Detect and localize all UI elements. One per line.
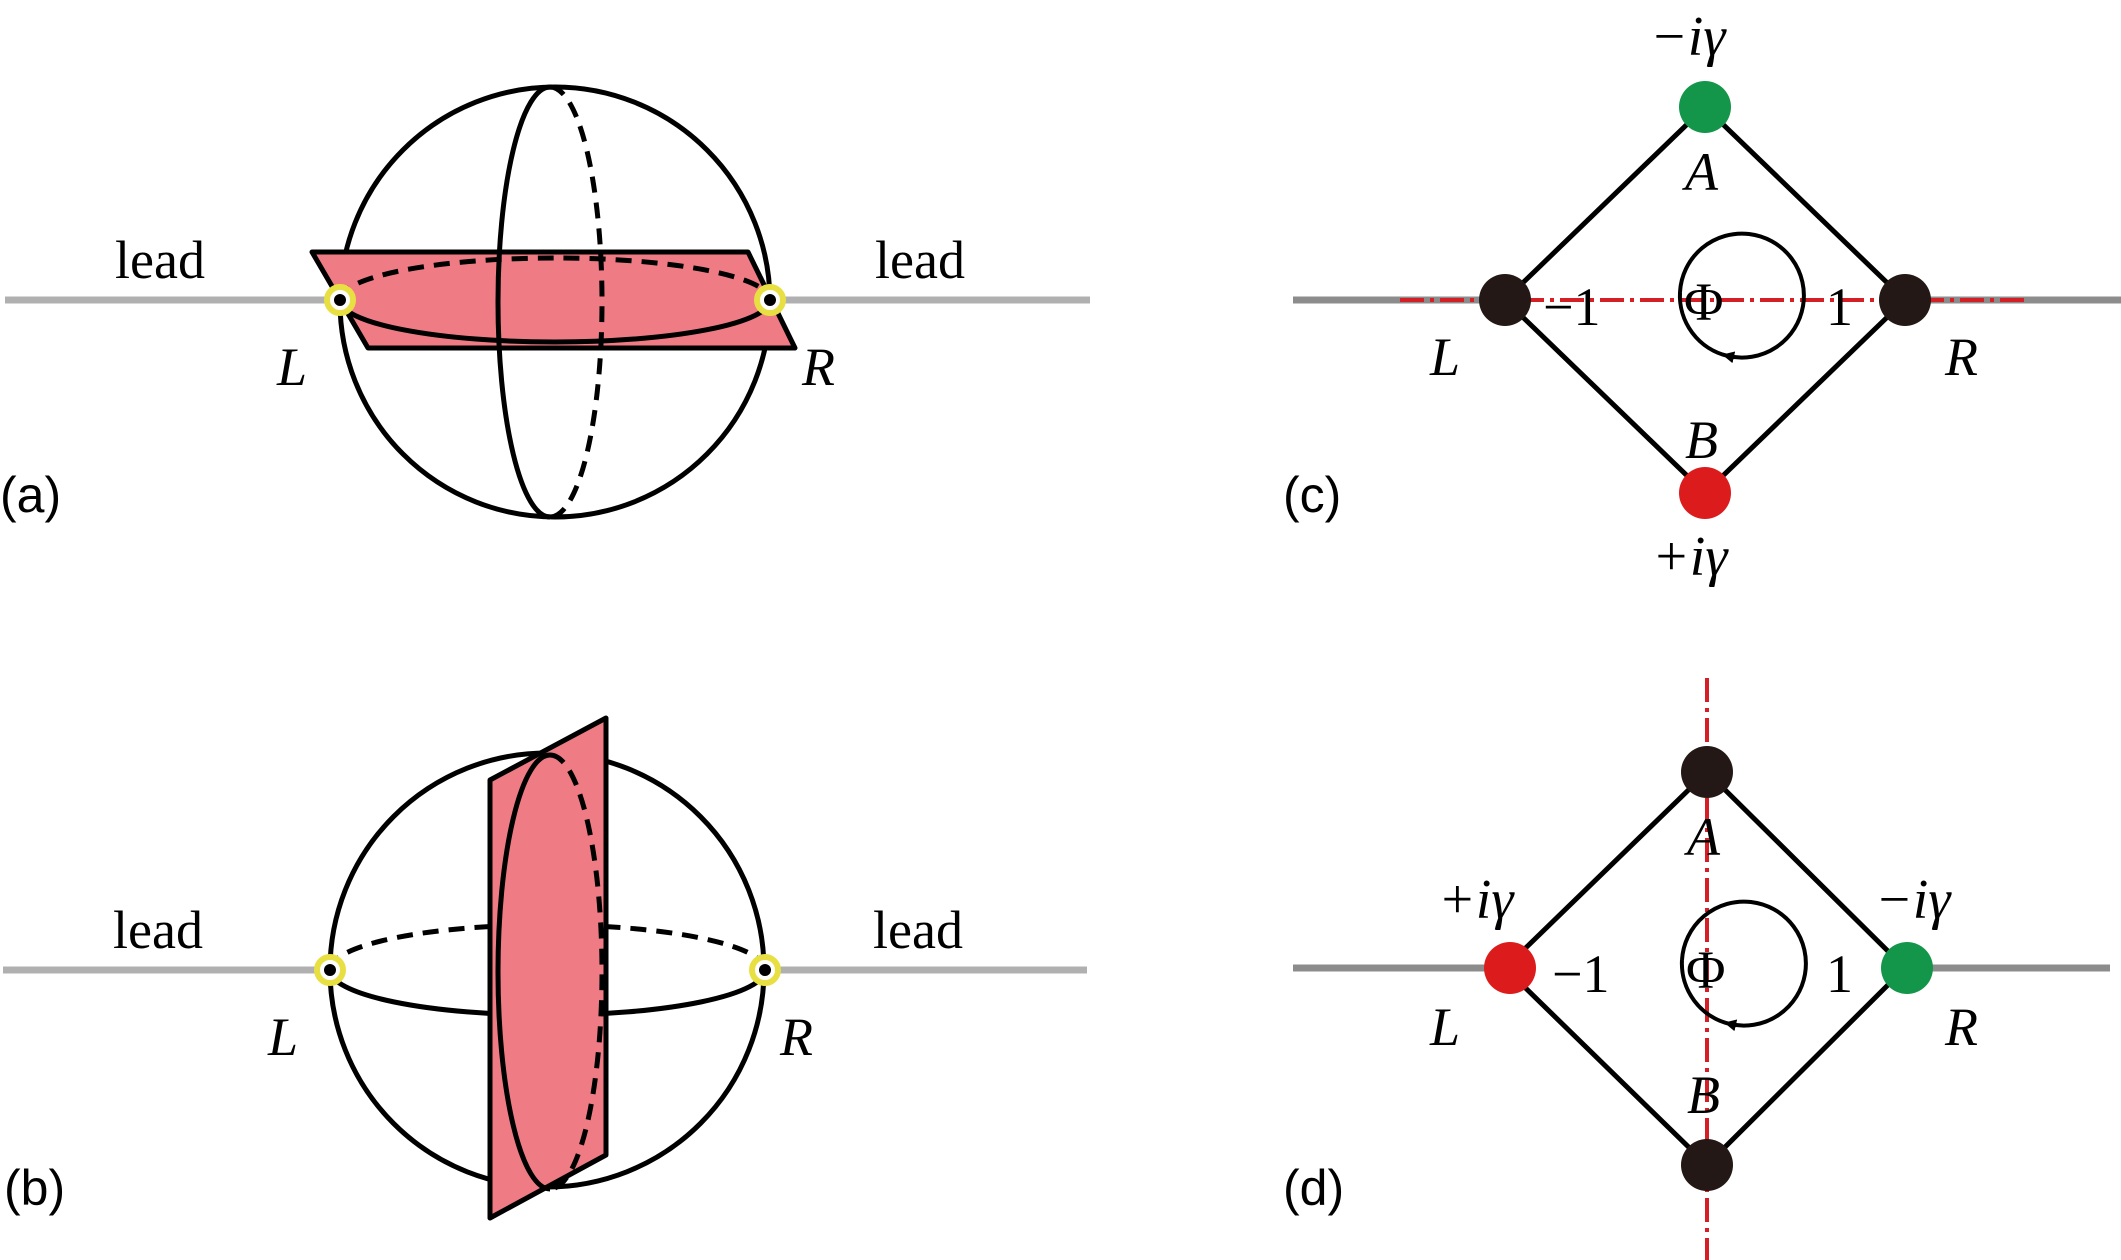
- meridian-back-dashed: [549, 84, 605, 520]
- panel-c-tag: (c): [1283, 467, 1341, 523]
- site-r-label: R: [779, 1007, 813, 1067]
- site-r-label: R: [1944, 327, 1978, 387]
- site-r-loss: [1881, 942, 1933, 994]
- site-l-potential-label: +iγ: [1438, 869, 1515, 931]
- panel-a-tag: (a): [0, 467, 61, 523]
- panel-b: lead lead L R (b): [3, 715, 1087, 1221]
- site-l-label: L: [1429, 997, 1460, 1057]
- flux-label: Φ: [1686, 940, 1725, 1000]
- site-r-potential-label: −iγ: [1875, 869, 1952, 931]
- lead-left-label: lead: [113, 900, 203, 960]
- site-a-label: A: [1682, 142, 1719, 202]
- equator-back-dashed: [337, 255, 773, 301]
- equator-front: [337, 299, 773, 345]
- site-r-label: R: [1944, 997, 1978, 1057]
- flux-circulation-arrow: [1680, 899, 1808, 1032]
- site-b-potential-label: +iγ: [1652, 526, 1729, 588]
- site-r: [1879, 274, 1931, 326]
- site-a: [1681, 746, 1733, 798]
- coupling-right-label: 1: [1826, 277, 1853, 337]
- lead-right-label: lead: [875, 230, 965, 290]
- coupling-right-label: 1: [1826, 944, 1853, 1004]
- flux-circulation-rest: [1679, 959, 1731, 1026]
- panel-d: A B L R +iγ −iγ −1 1 Φ (d): [1283, 678, 2110, 1260]
- meridian-back-dashed: [549, 752, 605, 1192]
- flux-label: Φ: [1684, 272, 1723, 332]
- coupling-left-label: −1: [1552, 944, 1609, 1004]
- panel-c: −iγ A B +iγ L R −1 1 Φ (c): [1283, 6, 2121, 588]
- coupling-left-label: −1: [1543, 277, 1600, 337]
- site-l-dot: [324, 964, 336, 976]
- meridian-front: [495, 84, 551, 520]
- site-l: [1479, 274, 1531, 326]
- site-r-dot: [764, 294, 776, 306]
- panel-d-tag: (d): [1283, 1160, 1344, 1216]
- site-l-dot: [334, 294, 346, 306]
- flux-circulation-rest: [1677, 291, 1729, 358]
- site-r-label: R: [801, 337, 835, 397]
- site-a-loss: [1679, 81, 1731, 133]
- panel-b-tag: (b): [4, 1160, 65, 1216]
- site-b-gain: [1679, 467, 1731, 519]
- site-l-label: L: [276, 337, 307, 397]
- site-a-potential-label: −iγ: [1650, 6, 1727, 68]
- site-l-gain: [1484, 942, 1536, 994]
- panel-a: lead lead L R (a): [0, 84, 1090, 523]
- site-a-label: A: [1684, 807, 1721, 867]
- site-b-label: B: [1685, 410, 1718, 470]
- site-b-label: B: [1687, 1065, 1720, 1125]
- site-b: [1681, 1139, 1733, 1191]
- flux-circulation-arrow: [1678, 231, 1806, 364]
- site-r-dot: [759, 964, 771, 976]
- site-l-label: L: [1429, 327, 1460, 387]
- horizontal-plane: [309, 249, 798, 351]
- equator-back-dashed: [327, 922, 768, 971]
- meridian-front: [495, 752, 551, 1192]
- lead-right-label: lead: [873, 900, 963, 960]
- lead-left-label: lead: [115, 230, 205, 290]
- site-l-label: L: [267, 1007, 298, 1067]
- vertical-plane: [487, 715, 609, 1221]
